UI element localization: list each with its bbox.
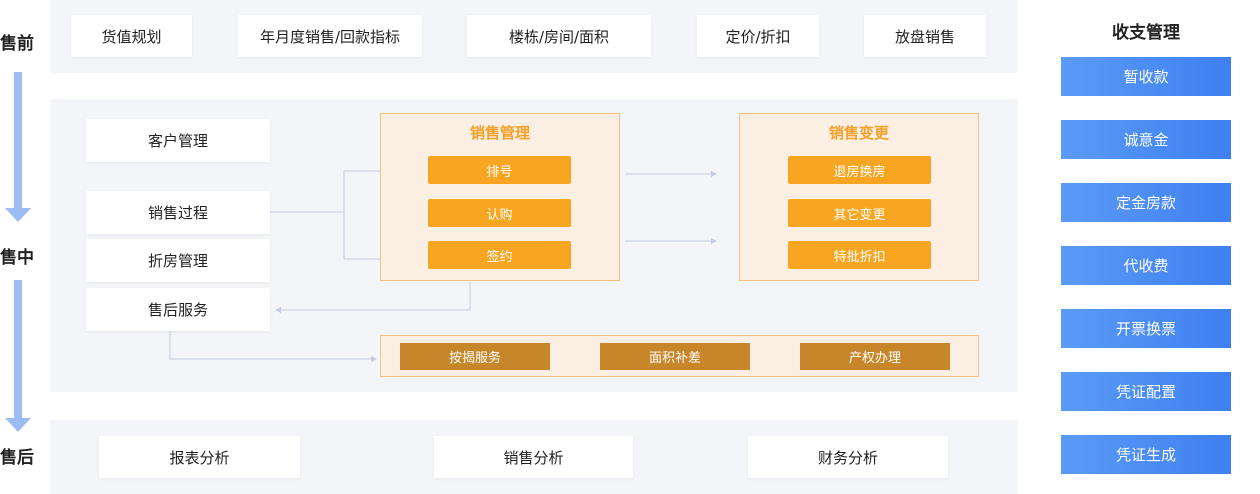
- refund-exchange-item: 退房换房: [788, 156, 931, 184]
- contract-signing-item: 签约: [428, 241, 571, 269]
- mortgage-service-item: 按揭服务: [400, 343, 550, 370]
- stage-label-post: 售后: [0, 448, 34, 468]
- customer-management: 客户管理: [86, 119, 270, 162]
- process-bracket: [270, 170, 380, 260]
- voucher-generation-item: 凭证生成: [1061, 435, 1231, 474]
- after-sale-service: 售后服务: [86, 288, 270, 331]
- queue-number-item: 排号: [428, 156, 571, 184]
- sales-change-title: 销售变更: [828, 124, 889, 142]
- deposit-payment-item: 定金房款: [1061, 183, 1231, 222]
- temporary-receipt-item: 暂收款: [1061, 57, 1231, 96]
- sales-management-panel: 销售管理 排号 认购 签约: [380, 113, 620, 281]
- invoice-exchange-item: 开票换票: [1061, 309, 1231, 348]
- sales-management-title: 销售管理: [469, 124, 530, 142]
- finance-analysis: 财务分析: [748, 436, 948, 478]
- finance-title: 收支管理: [1112, 23, 1180, 43]
- flow-step: 定价/折扣: [697, 15, 819, 57]
- stage-label-mid: 售中: [0, 248, 34, 268]
- sales-analysis: 销售分析: [434, 436, 633, 478]
- report-analysis: 报表分析: [99, 436, 300, 478]
- flow-step: 放盘销售: [864, 15, 986, 57]
- subscription-item: 认购: [428, 199, 571, 227]
- area-compensation-item: 面积补差: [600, 343, 750, 370]
- special-discount-item: 特批折扣: [788, 241, 931, 269]
- flow-step: 楼栋/房间/面积: [467, 15, 651, 57]
- sales-process: 销售过程: [86, 191, 270, 234]
- earnest-money-item: 诚意金: [1061, 120, 1231, 159]
- voucher-config-item: 凭证配置: [1061, 372, 1231, 411]
- flow-step: 年月度销售/回款指标: [238, 15, 422, 57]
- stage-arrow-mid-post: [5, 280, 31, 432]
- flow-step: 货值规划: [71, 15, 192, 57]
- after-services-panel: 按揭服务 面积补差 产权办理: [380, 335, 979, 377]
- sales-change-panel: 销售变更 退房换房 其它变更 特批折扣: [739, 113, 979, 281]
- stage-arrow-pre-mid: [5, 72, 31, 222]
- aftersale-to-services-arrow: [169, 331, 377, 362]
- sign-to-aftersale-arrow: [275, 282, 471, 313]
- collection-fee-item: 代收费: [1061, 246, 1231, 285]
- other-change-item: 其它变更: [788, 199, 931, 227]
- stage-label-pre: 售前: [0, 34, 34, 54]
- property-rights-item: 产权办理: [800, 343, 950, 370]
- discount-management: 折房管理: [86, 239, 270, 282]
